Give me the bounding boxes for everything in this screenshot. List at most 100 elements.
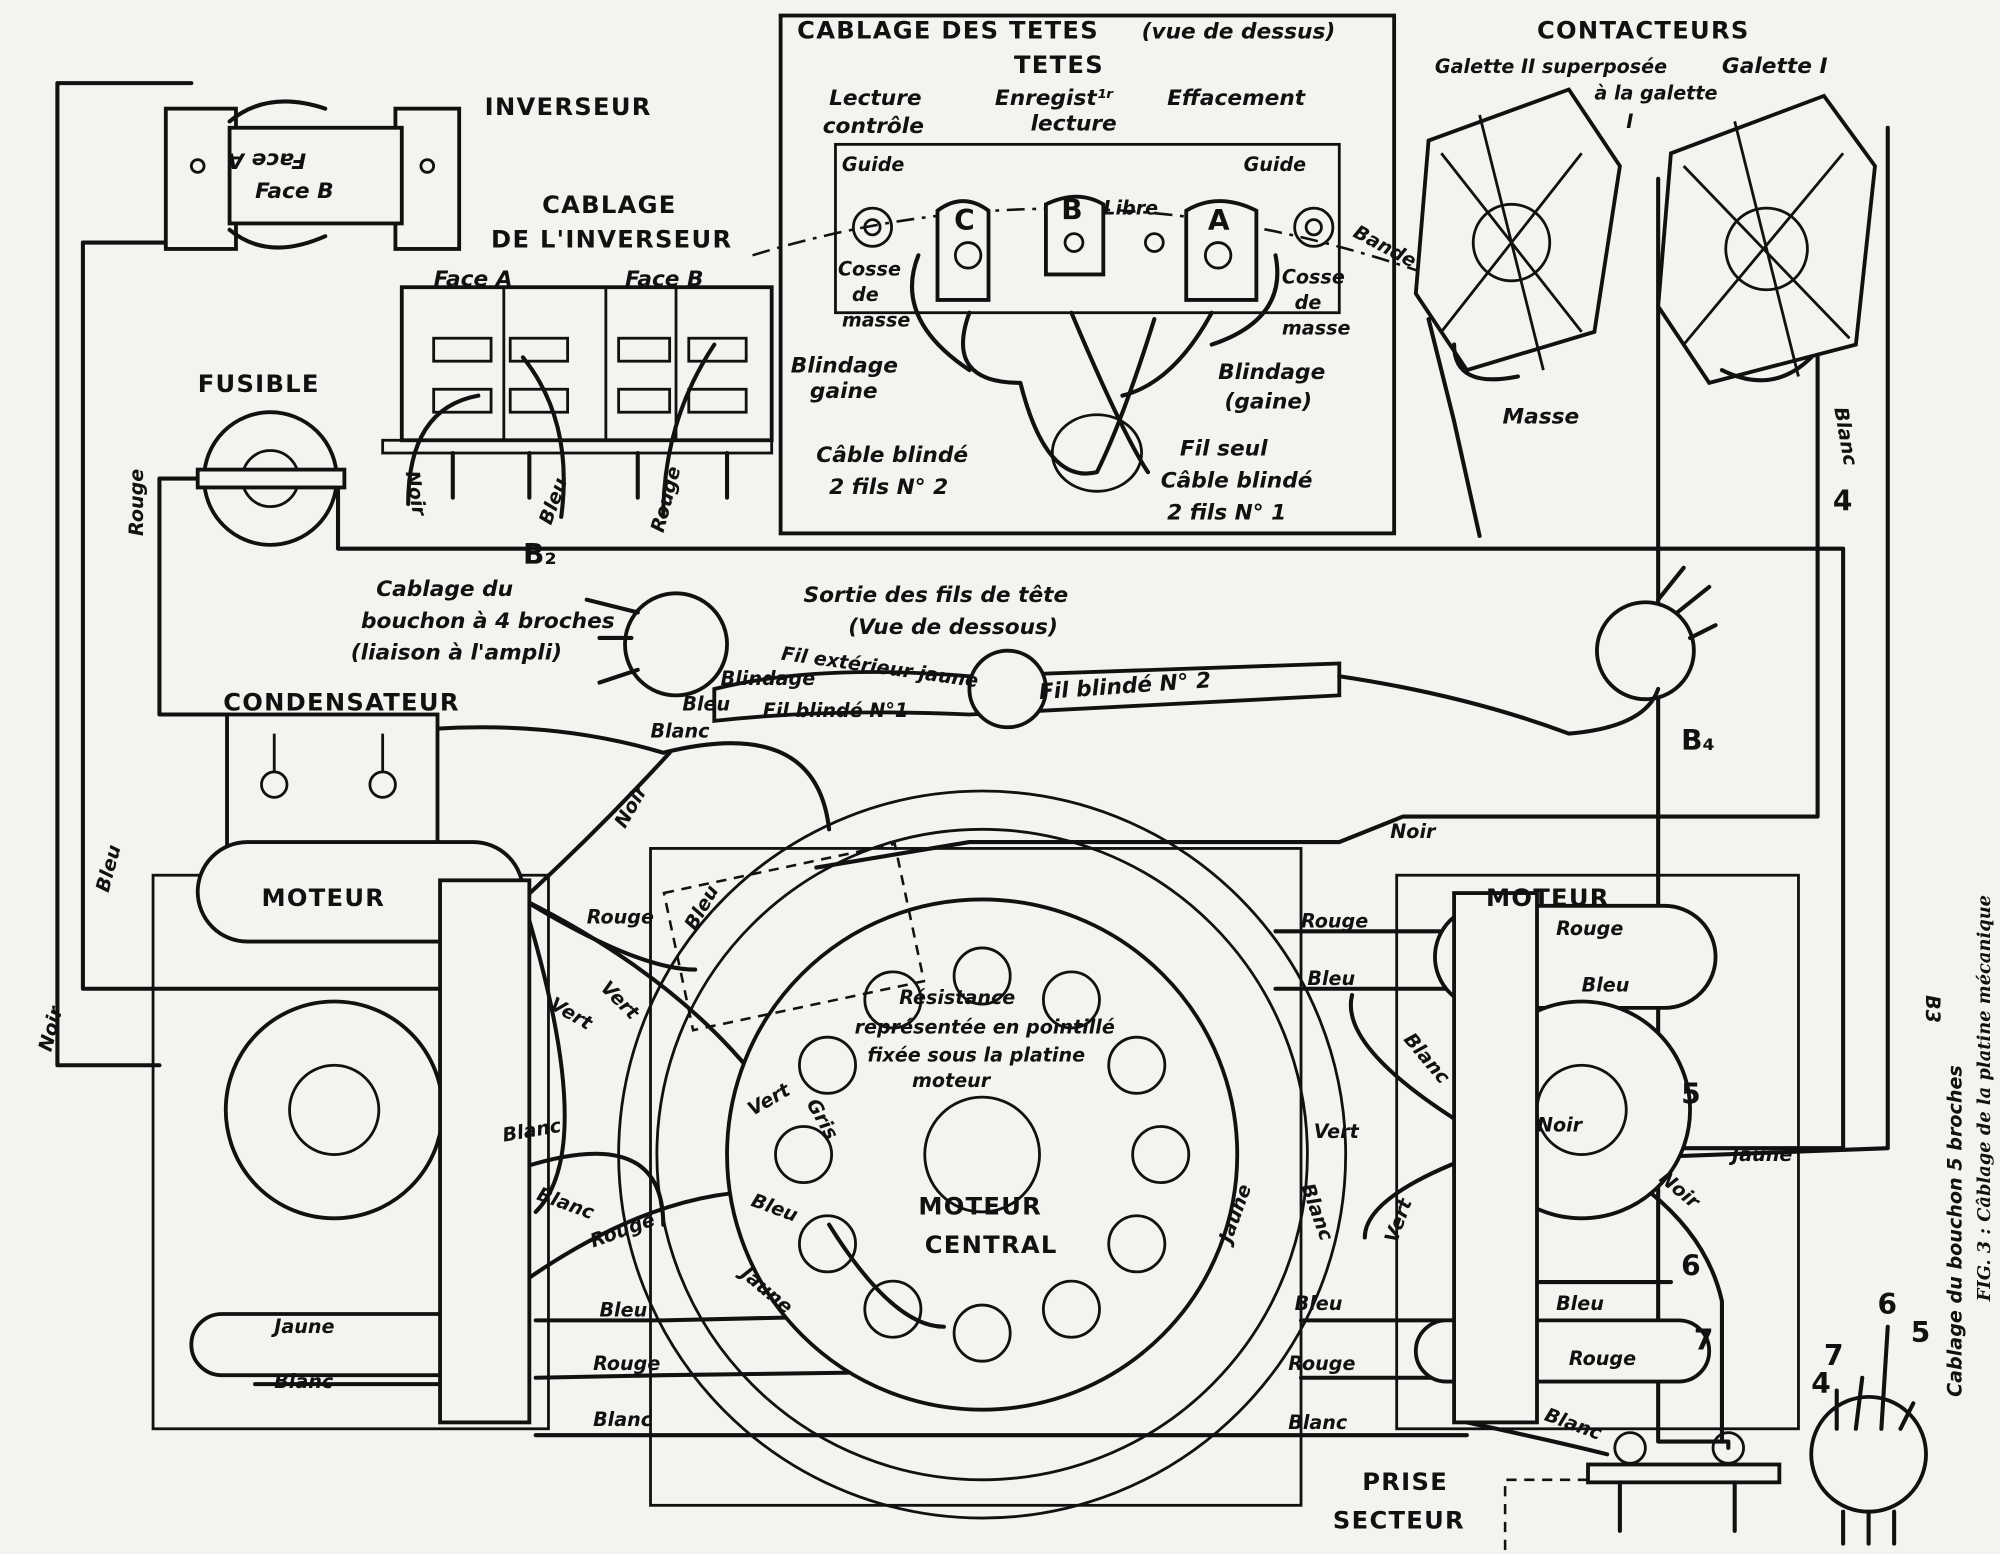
label: Cosse — [838, 258, 901, 281]
label: Face B — [255, 179, 334, 204]
label: Guide — [1244, 153, 1307, 176]
label: B₂ — [523, 538, 557, 571]
label: bouchon à 4 broches — [361, 609, 615, 634]
label: Blindage — [791, 354, 898, 379]
plug-b3 — [1809, 1324, 1928, 1546]
label: Rouge — [587, 906, 654, 929]
label: Face A — [434, 267, 513, 292]
label: Rouge — [125, 469, 148, 536]
label: représentée en pointillé — [855, 1015, 1115, 1038]
label: INVERSEUR — [485, 93, 652, 121]
label: TETES — [1014, 51, 1104, 79]
label: Bleu — [682, 693, 730, 716]
label: Libre — [1103, 196, 1158, 219]
fusible — [195, 410, 347, 547]
label: Blanc — [651, 719, 711, 742]
inverseur-cabling — [381, 285, 774, 519]
label: Blindage — [1218, 360, 1325, 385]
head-c — [935, 199, 991, 302]
head-b — [1044, 194, 1106, 277]
label: CONTACTEURS — [1537, 16, 1750, 44]
label: lecture — [1031, 111, 1117, 136]
label: B3 — [1921, 995, 1944, 1023]
label: Bleu — [1556, 1292, 1604, 1315]
label: Noir — [1390, 820, 1437, 843]
label: MOTEUR — [918, 1192, 1042, 1220]
label: Rouge — [1569, 1347, 1636, 1370]
label: 2 fils N° 2 — [829, 475, 948, 500]
prise-secteur — [1503, 1431, 1782, 1550]
label: CONDENSATEUR — [223, 689, 460, 717]
label: Face B — [625, 267, 704, 292]
label: Bleu — [1582, 973, 1630, 996]
label: gaine — [810, 379, 878, 404]
label: Rouge — [1301, 910, 1368, 933]
head-a — [1184, 199, 1259, 302]
label: Fil blindé N°1 — [763, 699, 908, 722]
label: MOTEUR — [261, 884, 385, 912]
label: Vert — [596, 976, 645, 1025]
label: 5 — [1681, 1078, 1701, 1111]
label: masse — [842, 309, 911, 332]
head-cable — [584, 565, 1718, 736]
label: Noir — [34, 1003, 68, 1054]
label: 5 — [1911, 1316, 1931, 1349]
label: Cablage du bouchon 5 broches — [1944, 1065, 1967, 1397]
label: (liaison à l'ampli) — [351, 641, 562, 666]
label: Noir — [609, 780, 652, 832]
label: Jaune — [1728, 1143, 1792, 1166]
motor-plate-hole — [774, 1125, 834, 1185]
label: Cosse — [1282, 265, 1345, 288]
heads-panel — [752, 13, 1429, 536]
label: fixée sous la platine — [867, 1043, 1085, 1066]
label: (gaine) — [1224, 389, 1312, 414]
label: Bleu — [1295, 1292, 1343, 1315]
motor-plate-hole — [1107, 1214, 1167, 1274]
label: moteur — [912, 1069, 992, 1092]
motor-plate-hole — [798, 1035, 857, 1095]
label: Noir — [1655, 1166, 1706, 1214]
label: 4 — [1833, 484, 1853, 517]
label: Fil seul — [1180, 437, 1268, 462]
label: Sortie des fils de tête — [804, 583, 1069, 608]
motor-plate-hole — [1107, 1035, 1167, 1095]
label: à la galette — [1594, 82, 1717, 105]
label: masse — [1282, 316, 1351, 339]
label: Blanc — [534, 1182, 598, 1224]
label: Bleu — [1307, 967, 1355, 990]
label: Effacement — [1167, 86, 1307, 111]
motor-plate-hole — [863, 1279, 923, 1339]
figure-caption: FIG. 3 : Câblage de la platine mécanique — [1974, 895, 1995, 1302]
label: Face A — [227, 147, 306, 172]
label: FUSIBLE — [198, 370, 320, 398]
label: Blanc — [274, 1370, 334, 1393]
label: Câble blindé — [816, 443, 968, 468]
heads-title: CABLAGE DES TETES — [797, 16, 1099, 44]
label: Vert — [1314, 1120, 1360, 1143]
label: Enregist¹ʳ — [995, 86, 1114, 111]
label: Rouge — [646, 464, 686, 535]
label: 6 — [1878, 1288, 1898, 1321]
label: Bleu — [91, 842, 126, 894]
label: Cablage du — [376, 577, 513, 602]
label: Rouge — [593, 1352, 660, 1375]
label: Noir — [401, 469, 432, 519]
label: Résistance — [899, 986, 1015, 1009]
label: Galette I — [1722, 54, 1828, 79]
label: Bleu — [599, 1299, 647, 1322]
label: (Vue de dessous) — [848, 615, 1058, 640]
label: Masse — [1503, 405, 1580, 430]
label: SECTEUR — [1333, 1506, 1465, 1534]
label: C — [954, 204, 975, 237]
label: Blanc — [1542, 1403, 1606, 1445]
label: de — [1295, 291, 1322, 314]
inverseur — [163, 99, 462, 251]
label: Rouge — [1288, 1352, 1355, 1375]
label: B — [1061, 194, 1082, 227]
label: Lecture — [829, 86, 922, 111]
label: MOTEUR — [1486, 884, 1610, 912]
label: 7 — [1824, 1339, 1844, 1372]
label: Noir — [1537, 1114, 1584, 1137]
